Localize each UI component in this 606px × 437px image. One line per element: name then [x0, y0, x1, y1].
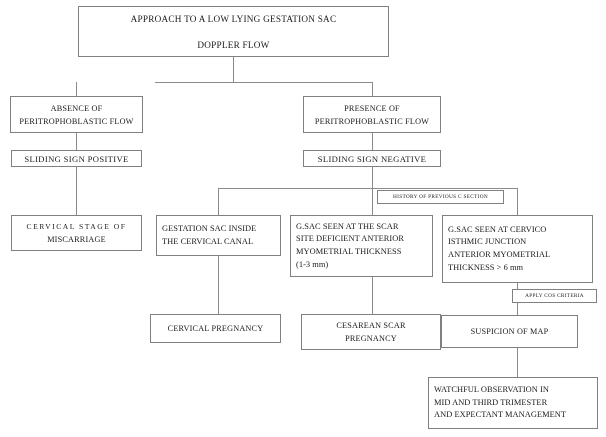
apply-cos-label: APPLY COS CRITERIA [525, 293, 584, 299]
cervical-pregnancy-label: CERVICAL PREGNANCY [167, 324, 264, 333]
connector-suspicion-to-watchful [517, 348, 518, 377]
cervico-isthmic-line-2: ISTHMIC JUNCTION [448, 237, 527, 247]
connector-split-2-center-down [372, 188, 373, 215]
node-history-previous-c-section: HISTORY OF PREVIOUS C SECTION [377, 190, 504, 204]
node-watchful-observation: WATCHFUL OBSERVATION IN MID AND THIRD TR… [428, 377, 598, 429]
connector-absence-to-sliding-positive [76, 133, 77, 150]
scar-site-line-2: SITE DEFICIENT ANTERIOR [296, 234, 405, 244]
presence-line-1: PRESENCE OF [344, 103, 400, 113]
connector-branch-right-down [372, 82, 373, 96]
node-apply-cos-criteria: APPLY COS CRITERIA [512, 289, 597, 303]
miscarriage-line-1: CERVICAL STAGE OF [26, 222, 127, 231]
connector-split-2-right-down [517, 188, 518, 215]
connector-presence-to-sliding-negative [372, 133, 373, 150]
connector-scarsite-to-cesarean-pregnancy [372, 277, 373, 314]
miscarriage-line-2: MISCARRIAGE [47, 235, 106, 244]
cervico-isthmic-line-1: G.SAC SEEN AT CERVICO [448, 224, 547, 234]
sliding-negative-label: SLIDING SIGN NEGATIVE [317, 153, 427, 164]
node-cervical-pregnancy: CERVICAL PREGNANCY [150, 314, 281, 343]
connector-split-2-left-down [218, 188, 219, 215]
node-sliding-sign-negative: SLIDING SIGN NEGATIVE [303, 150, 441, 167]
connector-sliding-negative-down [372, 167, 373, 188]
cesarean-line-2: PREGNANCY [345, 334, 397, 343]
watchful-line-1: WATCHFUL OBSERVATION IN [434, 385, 549, 395]
connector-split-2-horizontal [218, 188, 518, 189]
suspicion-map-label: SUSPICION OF MAP [470, 327, 549, 336]
title-line-1: APPROACH TO A LOW LYING GESTATION SAC [130, 13, 337, 24]
connector-cervicoisthmic-to-cos [517, 283, 518, 289]
node-gsac-scar-site: G.SAC SEEN AT THE SCAR SITE DEFICIENT AN… [290, 215, 433, 277]
node-sliding-sign-positive: SLIDING SIGN POSITIVE [11, 150, 142, 167]
gestation-sac-line-1: GESTATION SAC INSIDE [162, 223, 257, 233]
title-line-2: DOPPLER FLOW [197, 39, 270, 50]
watchful-line-3: AND EXPECTANT MANAGEMENT [434, 410, 567, 420]
scar-site-line-1: G.SAC SEEN AT THE SCAR [296, 221, 399, 231]
connector-sliding-positive-to-miscarriage [76, 167, 77, 215]
history-note-label: HISTORY OF PREVIOUS C SECTION [393, 194, 488, 200]
node-cervical-stage-miscarriage: CERVICAL STAGE OF MISCARRIAGE [11, 215, 142, 251]
connector-gestationsac-to-cervical-pregnancy [218, 256, 219, 314]
node-suspicion-of-map: SUSPICION OF MAP [441, 315, 578, 348]
scar-site-line-3: MYOMETRIAL THICKNESS [296, 247, 402, 256]
node-gsac-cervico-isthmic-junction: G.SAC SEEN AT CERVICO ISTHMIC JUNCTION A… [442, 215, 593, 283]
absence-line-1: ABSENCE OF [50, 103, 103, 113]
sliding-positive-label: SLIDING SIGN POSITIVE [24, 153, 129, 164]
connector-cos-to-suspicion-map [517, 303, 518, 315]
node-cesarean-scar-pregnancy: CESAREAN SCAR PREGNANCY [301, 314, 441, 350]
node-title: APPROACH TO A LOW LYING GESTATION SAC DO… [78, 6, 389, 57]
cervico-isthmic-line-3: ANTERIOR MYOMETRIAL [448, 250, 551, 259]
connector-branch-left-down [76, 82, 77, 96]
cervico-isthmic-line-4: THICKNESS > 6 mm [448, 262, 524, 272]
presence-line-2: PERITROPHOBLASTIC FLOW [314, 116, 430, 126]
scar-site-line-4: (1-3 mm) [296, 259, 329, 269]
watchful-line-2: MID AND THIRD TRIMESTER [434, 397, 548, 407]
node-presence-peritrophoblastic-flow: PRESENCE OF PERITROPHOBLASTIC FLOW [303, 96, 441, 133]
connector-title-down [233, 57, 234, 83]
node-absence-peritrophoblastic-flow: ABSENCE OF PERITROPHOBLASTIC FLOW [10, 96, 143, 133]
connector-split-1-horizontal [155, 82, 373, 83]
cesarean-line-1: CESAREAN SCAR [336, 321, 406, 330]
gestation-sac-line-2: THE CERVICAL CANAL [162, 236, 254, 246]
node-gestation-sac-inside-cervical-canal: GESTATION SAC INSIDE THE CERVICAL CANAL [156, 215, 281, 256]
absence-line-2: PERITROPHOBLASTIC FLOW [19, 116, 134, 126]
